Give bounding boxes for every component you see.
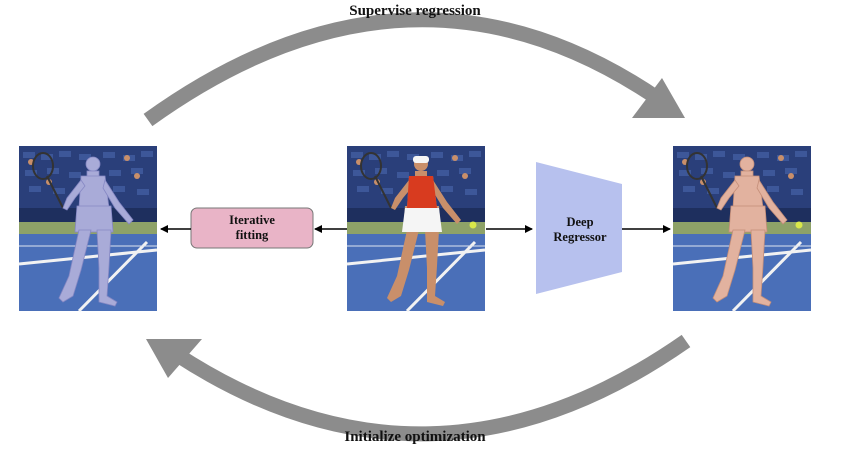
input-photo-image <box>345 144 487 313</box>
supervise-regression-label: Supervise regression <box>349 3 481 19</box>
initialize-optimization-arrowhead <box>146 339 202 378</box>
fitted-mesh-image <box>17 144 159 313</box>
initialize-optimization-label: Initialize optimization <box>344 429 486 445</box>
initialize-optimization-arrow <box>171 334 691 442</box>
iterative-fitting-box <box>190 207 314 249</box>
supervise-regression-arrow <box>143 12 665 127</box>
supervise-regression-arrowhead <box>632 78 685 118</box>
iterative-fitting-label: Iterative fitting <box>229 213 275 242</box>
deep-regressor-shape <box>536 162 622 294</box>
deep-regressor-label: Deep Regressor <box>553 215 607 244</box>
regressed-mesh-image <box>671 144 813 313</box>
